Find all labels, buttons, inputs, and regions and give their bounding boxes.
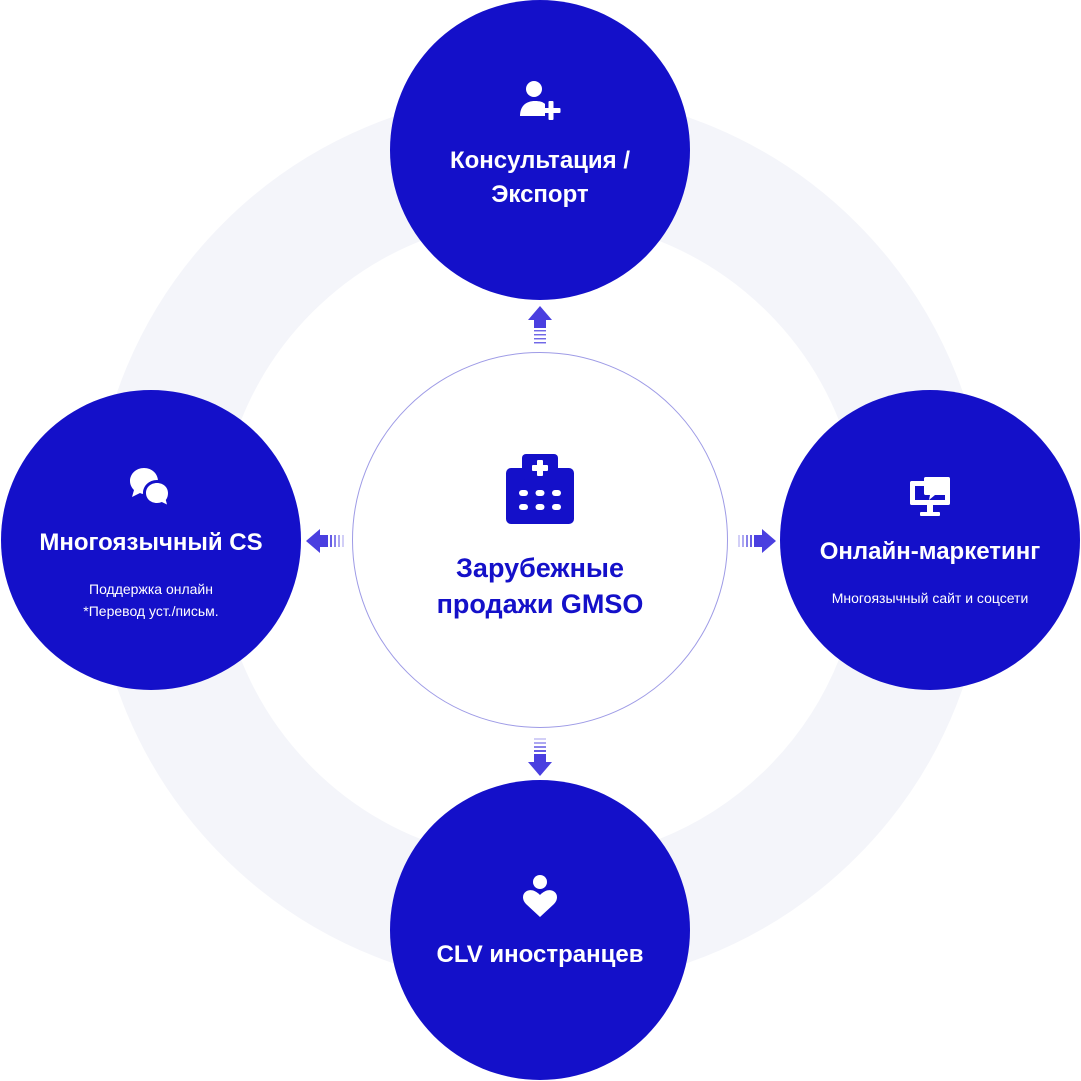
- user-add-icon: [520, 81, 561, 120]
- heart-user-icon: [523, 875, 557, 917]
- node-title: Онлайн-маркетинг: [819, 538, 1041, 565]
- center-title: Зарубежные продажи GMSO: [436, 553, 644, 619]
- node-consultation: Консультация / Экспорт: [390, 0, 690, 300]
- node-title: Многоязычный CS: [39, 529, 263, 556]
- node-subtitle: Поддержка онлайн *Перевод уст./письм.: [83, 581, 219, 619]
- arrow-up-icon: [528, 306, 552, 344]
- arrow-left-icon: [306, 529, 344, 553]
- arrow-down-icon: [528, 738, 552, 776]
- node-title: Консультация / Экспорт: [449, 147, 631, 208]
- center-circle: Зарубежные продажи GMSO: [352, 352, 728, 728]
- node-clv-foreigners: CLV иностранцев: [390, 780, 690, 1080]
- node-subtitle: Многоязычный сайт и соцсети: [831, 590, 1029, 606]
- node-title: CLV иностранцев: [436, 941, 644, 968]
- hospital-icon: [506, 454, 574, 524]
- arrow-right-icon: [738, 529, 776, 553]
- monitor-chat-icon: [910, 477, 950, 516]
- node-online-marketing: Онлайн-маркетинг Многоязычный сайт и соц…: [780, 390, 1080, 690]
- chat-bubbles-icon: [130, 468, 171, 509]
- node-multilingual-cs: Многоязычный CS Поддержка онлайн *Перево…: [1, 390, 301, 690]
